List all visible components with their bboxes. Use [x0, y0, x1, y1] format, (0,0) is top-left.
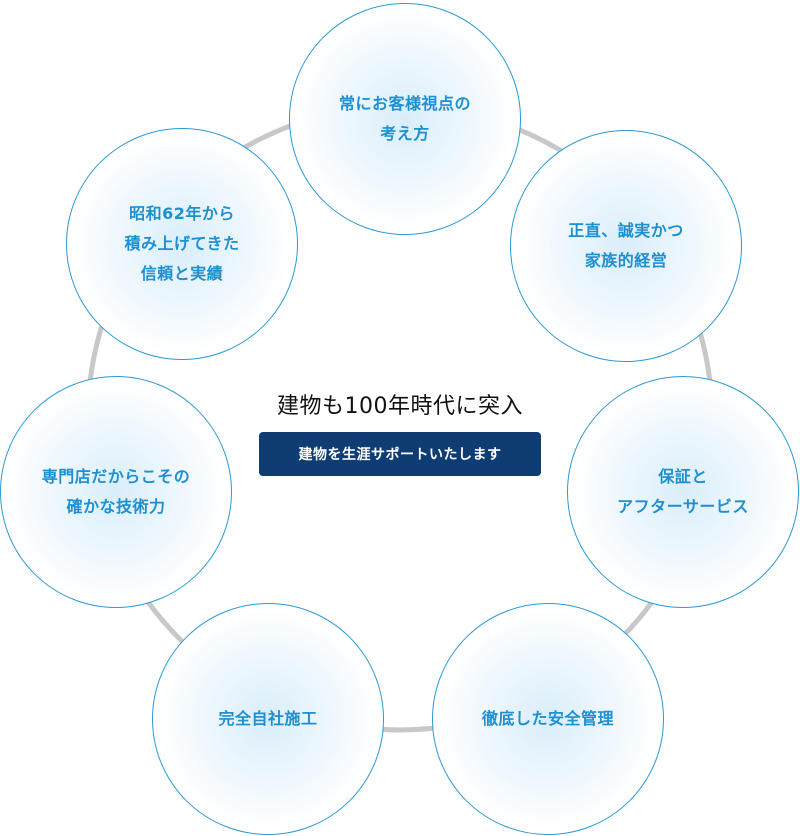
circle-specialist-technique: 専門店だからこその 確かな技術力 [0, 376, 232, 608]
circle-label: 昭和62年から 積み上げてきた 信頼と実績 [124, 204, 240, 283]
circle-in-house-construction: 完全自社施工 [152, 603, 384, 835]
circle-label: 常にお客様視点の 考え方 [338, 94, 471, 143]
circle-label: 徹底した安全管理 [481, 709, 614, 728]
circle-customer-viewpoint: 常にお客様視点の 考え方 [289, 3, 521, 235]
circle-label: 正直、誠実かつ 家族的経営 [568, 221, 684, 270]
lifetime-support-button[interactable]: 建物を生涯サポートいたします [259, 432, 541, 476]
circle-honest-family-management: 正直、誠実かつ 家族的経営 [510, 130, 742, 362]
center-title: 建物も100年時代に突入 [277, 394, 523, 419]
circle-label: 保証と アフターサービス [617, 467, 749, 516]
circle-trust-since-1987: 昭和62年から 積み上げてきた 信頼と実績 [66, 128, 298, 360]
circle-warranty-after-service: 保証と アフターサービス [567, 376, 799, 608]
circle-safety-management: 徹底した安全管理 [432, 603, 664, 835]
circle-label: 専門店だからこその 確かな技術力 [41, 467, 191, 516]
circle-label: 完全自社施工 [218, 709, 318, 728]
